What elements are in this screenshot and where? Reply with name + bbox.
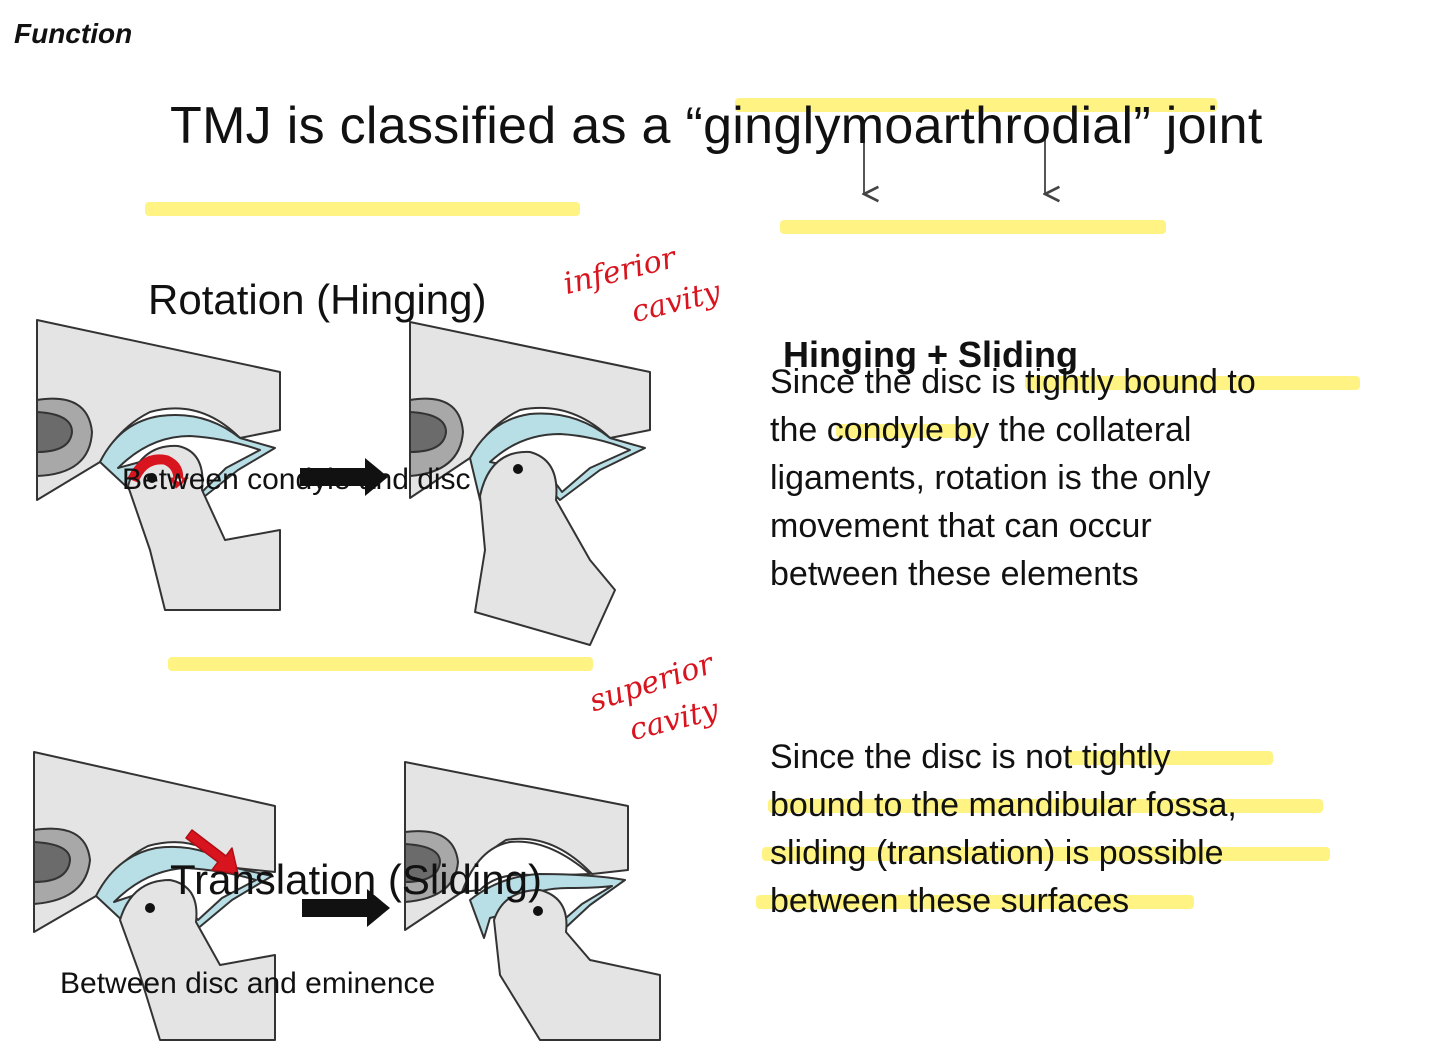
translation-paragraph-line: between these surfaces [770,882,1130,920]
highlight-tr-line4 [756,895,1194,909]
condyle-center [533,906,543,916]
highlight-tr-line2 [768,799,1323,813]
transition-arrow [302,889,390,927]
condyle-center [147,473,157,483]
rotation-subtitle: Between condyle and disc [122,463,471,496]
translation-diagram-open [404,761,661,1041]
rotation-diagram-closed [36,319,281,611]
mandibular-condyle [119,879,276,1041]
ear-canal-inner [404,843,441,883]
sliding-arrow [185,829,239,875]
highlight-rotation-heading [145,202,580,216]
translation-diagram-closed [33,751,276,1041]
translation-paragraph-line: bound to the mandibular fossa, [770,786,1237,824]
mandibular-condyle [474,450,616,646]
highlight-rot-line2 [836,424,976,438]
highlight-hinging-sliding [780,220,1166,234]
ear-canal-inner [409,411,447,453]
translation-subtitle: Between disc and eminence [60,967,436,1000]
ear-canal-inner [33,841,71,883]
page-title: TMJ is classified as a “ginglymoarthrodi… [170,97,1263,155]
rotation-paragraph: Since the disc is tightly bound to the c… [770,358,1256,598]
rotation-diagram-open [409,321,651,646]
fossa-space [461,840,591,893]
translation-paragraph-line: sliding (translation) is possible [770,834,1224,872]
rotation-paragraph-line: Since the disc is tightly bound to [770,363,1256,401]
ear-canal-inner [36,411,73,453]
highlight-tr-line1 [1068,751,1273,765]
rotation-heading: Rotation (Hinging) [148,276,487,323]
mandibular-condyle [127,444,281,611]
translation-heading: Translation (Sliding) [170,856,542,903]
translation-paragraph-line: Since the disc is not tightly [770,738,1171,776]
highlight-title [735,98,1217,112]
rotation-arrow [127,454,189,489]
rotation-paragraph-line: movement that can occur [770,507,1152,545]
rotation-paragraph-line: ligaments, rotation is the only [770,459,1211,497]
condyle-center [513,464,523,474]
mandibular-condyle [493,889,661,1041]
highlight-translation-heading [168,657,593,671]
transition-arrow [300,458,388,496]
hinging-sliding-label: Hinging + Sliding [783,334,1078,375]
highlight-tr-line3 [762,847,1330,861]
section-label: Function [14,18,133,49]
rotation-paragraph-line: the condyle by the collateral [770,411,1192,449]
rotation-paragraph-line: between these elements [770,555,1139,593]
translation-paragraph: Since the disc is not tightly bound to t… [770,733,1237,925]
highlight-rot-line1 [1025,376,1360,390]
condyle-center [145,903,155,913]
